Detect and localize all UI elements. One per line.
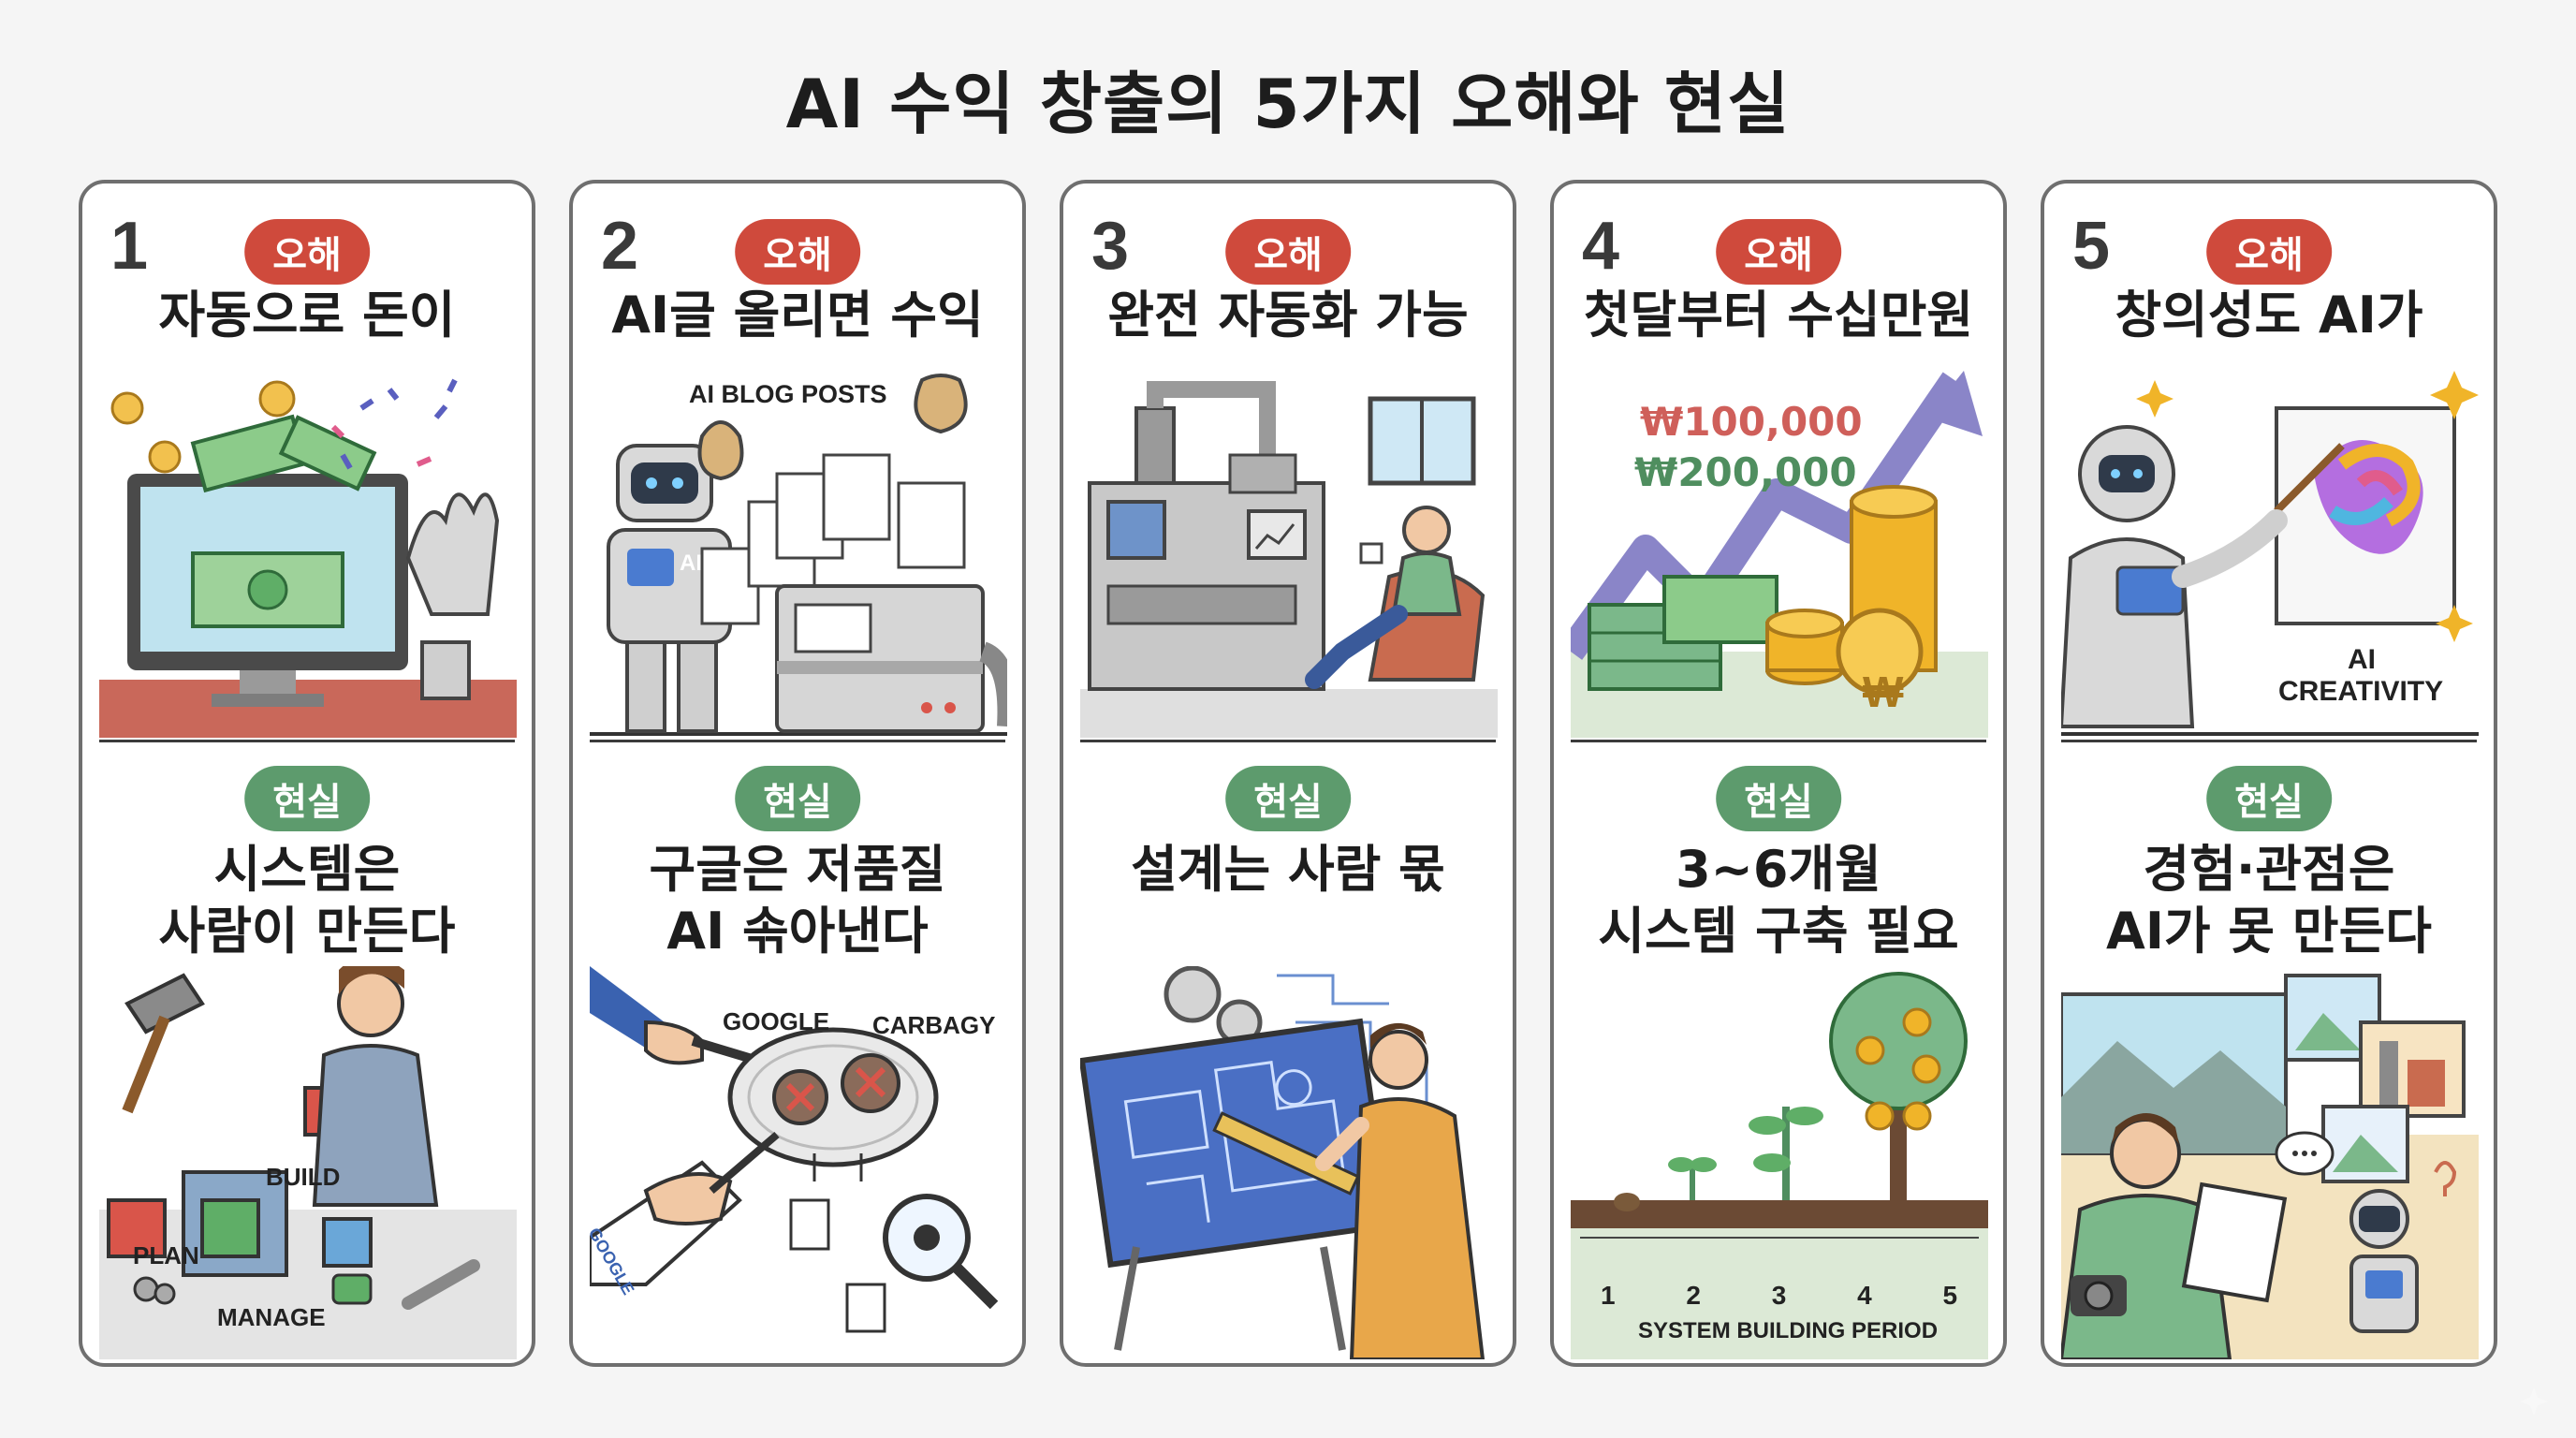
card-3: 3 오해 완전 자동화 가능 현실 설계는 사람 몫 (1060, 180, 1516, 1367)
divider (590, 740, 1005, 742)
blueprint-design-illustration (1080, 966, 1498, 1359)
fact-heading-line-1: 설계는 사람 몫 (1131, 840, 1445, 899)
card-number: 2 (601, 209, 639, 284)
myth-heading: 첫달부터 수십만원 (1583, 286, 1974, 345)
card-number: 5 (2072, 209, 2111, 284)
month-3: 3 (1771, 1281, 1787, 1310)
fact-heading-line-1: 구글은 저품질 (649, 840, 946, 899)
fact-heading-line-1: 시스템은 (213, 840, 401, 899)
myth-badge: 오해 (244, 219, 370, 285)
robot-painting-illustration (2061, 371, 2479, 738)
money-growth-illustration (1571, 371, 1988, 738)
page-title: AI 수익 창출의 5가지 오해와 현실 (785, 65, 1791, 143)
myth-badge: 오해 (1716, 219, 1841, 285)
card-number: 3 (1091, 209, 1130, 284)
builder-illustration (99, 966, 517, 1359)
divider (2061, 740, 2477, 742)
month-scale: 1 2 3 4 5 6 (1601, 1281, 2003, 1311)
month-1: 1 (1601, 1281, 1616, 1310)
fact-badge: 현실 (244, 766, 370, 831)
fact-heading-line-2: 시스템 구축 필요 (1598, 902, 1959, 961)
fact-heading-line-2: AI 솎아낸다 (666, 902, 929, 961)
myth-badge: 오해 (735, 219, 860, 285)
won-coin-symbol: ₩ (1863, 668, 1904, 716)
google-filter-illustration (590, 966, 1007, 1359)
myth-heading: 완전 자동화 가능 (1107, 286, 1469, 345)
ai-tag-label: AI (680, 550, 702, 576)
fact-badge: 현실 (1716, 766, 1841, 831)
divider (1571, 740, 1986, 742)
system-building-period-label: SYSTEM BUILDING PERIOD (1638, 1318, 1939, 1343)
money-200k: ₩200,000 (1634, 449, 1857, 495)
computer-money-illustration (99, 371, 517, 738)
card-4: 4 오해 첫달부터 수십만원 ₩100,000 ₩200,000 ₩ 현실 3~… (1550, 180, 2007, 1367)
fact-heading-line-1: 경험·관점은 (2143, 840, 2395, 899)
card-number: 4 (1582, 209, 1620, 284)
creativity-label: CREATIVITY (2278, 676, 2444, 707)
fact-heading-line-1: 3~6개월 (1676, 840, 1881, 899)
card-5: 5 오해 창의성도 AI가 AI CREATIVITY 현실 경험·관점은 AI… (2041, 180, 2497, 1367)
myth-heading: AI글 올리면 수익 (611, 286, 984, 345)
month-5: 5 (1942, 1281, 1958, 1310)
month-4: 4 (1857, 1281, 1872, 1310)
myth-badge: 오해 (1225, 219, 1351, 285)
fact-badge: 현실 (735, 766, 860, 831)
ai-blog-posts-label: AI BLOG POSTS (689, 380, 887, 408)
card-1: 1 오해 자동으로 돈이 현실 시스템은 사람이 만든다 (79, 180, 535, 1367)
garbage-label: CARBAGY (872, 1011, 996, 1039)
divider (99, 740, 515, 742)
tree-growth-illustration (1571, 966, 1988, 1359)
fact-badge: 현실 (2206, 766, 2332, 831)
build-label: BUILD (266, 1163, 341, 1191)
factory-relax-illustration (1080, 371, 1498, 738)
card-2: 2 오해 AI글 올리면 수익 AI BLOG POSTS AI (569, 180, 1026, 1367)
myth-badge: 오해 (2206, 219, 2332, 285)
fact-heading-line-2: 사람이 만든다 (158, 902, 456, 961)
traveler-experience-illustration (2061, 966, 2479, 1359)
plan-label: PLAN (133, 1241, 199, 1269)
ai-label: AI (2348, 644, 2376, 675)
myth-heading: 자동으로 돈이 (158, 286, 456, 345)
manage-label: MANAGE (217, 1303, 326, 1331)
fact-badge: 현실 (1225, 766, 1351, 831)
divider (1080, 740, 1496, 742)
sparkle-icon (2520, 1387, 2548, 1416)
google-label: GOOGLE (723, 1007, 830, 1035)
myth-heading: 창의성도 AI가 (2115, 286, 2423, 345)
money-100k: ₩100,000 (1640, 399, 1863, 445)
robot-blog-illustration (590, 371, 1007, 738)
month-2: 2 (1686, 1281, 1701, 1310)
card-number: 1 (110, 209, 149, 284)
fact-heading-line-2: AI가 못 만든다 (2106, 902, 2432, 961)
